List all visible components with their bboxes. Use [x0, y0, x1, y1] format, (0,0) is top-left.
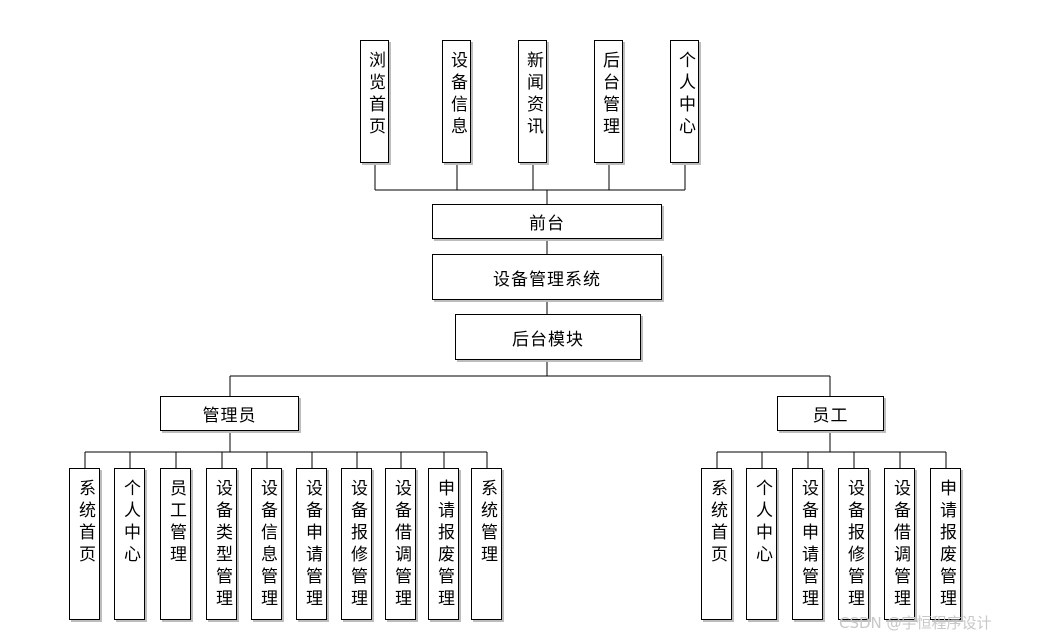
front-item-device-info: 设备信息 [442, 40, 471, 163]
system-label: 设备管理系统 [493, 269, 601, 290]
frontend-label: 前台 [529, 214, 565, 234]
admin-item-personal-center: 个人中心 [114, 468, 145, 620]
admin-item-label: 设备报修管理 [347, 479, 367, 611]
admin-item-scrap-apply-mgmt: 申请报废管理 [428, 468, 459, 620]
admin-item-device-lend-mgmt: 设备借调管理 [385, 468, 416, 620]
admin-item-label: 设备信息管理 [257, 479, 277, 611]
front-item-personal-center: 个人中心 [670, 40, 699, 163]
staff-item-label: 设备借调管理 [890, 479, 910, 611]
admin-label: 管理员 [202, 406, 257, 426]
admin-item-label: 系统首页 [75, 479, 95, 567]
admin-item-label: 申请报废管理 [434, 479, 454, 611]
system-box: 设备管理系统 [432, 254, 662, 300]
front-item-backend-mgmt: 后台管理 [594, 40, 623, 163]
staff-item-device-apply-mgmt: 设备申请管理 [792, 468, 823, 620]
front-item-label: 后台管理 [599, 51, 619, 139]
admin-item-label: 设备类型管理 [212, 479, 232, 611]
front-item-browse-home: 浏览首页 [360, 40, 389, 163]
front-item-label: 浏览首页 [365, 51, 385, 139]
admin-item-label: 设备借调管理 [391, 479, 411, 611]
admin-box: 管理员 [160, 396, 299, 431]
admin-item-label: 员工管理 [166, 479, 186, 567]
staff-item-device-repair-mgmt: 设备报修管理 [838, 468, 869, 620]
staff-item-system-home: 系统首页 [701, 468, 732, 620]
backend-box: 后台模块 [455, 314, 641, 360]
staff-item-label: 设备申请管理 [798, 479, 818, 611]
admin-item-employee-mgmt: 员工管理 [160, 468, 191, 620]
admin-item-label: 个人中心 [120, 479, 140, 567]
frontend-box: 前台 [432, 204, 662, 239]
staff-item-label: 设备报修管理 [844, 479, 864, 611]
admin-item-label: 系统管理 [477, 479, 497, 567]
staff-label: 员工 [812, 406, 849, 426]
staff-item-label: 申请报废管理 [936, 479, 956, 611]
backend-label: 后台模块 [512, 329, 584, 350]
staff-item-device-lend-mgmt: 设备借调管理 [884, 468, 915, 620]
staff-item-scrap-apply-mgmt: 申请报废管理 [930, 468, 961, 620]
front-item-label: 设备信息 [447, 51, 467, 139]
admin-item-device-info-mgmt: 设备信息管理 [251, 468, 282, 620]
admin-item-device-type-mgmt: 设备类型管理 [206, 468, 237, 620]
staff-item-label: 系统首页 [707, 479, 727, 567]
admin-item-system-home: 系统首页 [69, 468, 100, 620]
front-item-label: 个人中心 [675, 51, 695, 139]
admin-item-label: 设备申请管理 [302, 479, 322, 611]
front-item-news: 新闻资讯 [518, 40, 547, 163]
admin-item-device-repair-mgmt: 设备报修管理 [341, 468, 372, 620]
front-item-label: 新闻资讯 [523, 51, 543, 139]
staff-item-label: 个人中心 [752, 479, 772, 567]
admin-item-device-apply-mgmt: 设备申请管理 [296, 468, 327, 620]
staff-item-personal-center: 个人中心 [746, 468, 777, 620]
staff-box: 员工 [777, 396, 884, 431]
watermark: CSDN @宇恒程序设计 [839, 614, 992, 632]
admin-item-system-mgmt: 系统管理 [471, 468, 502, 620]
